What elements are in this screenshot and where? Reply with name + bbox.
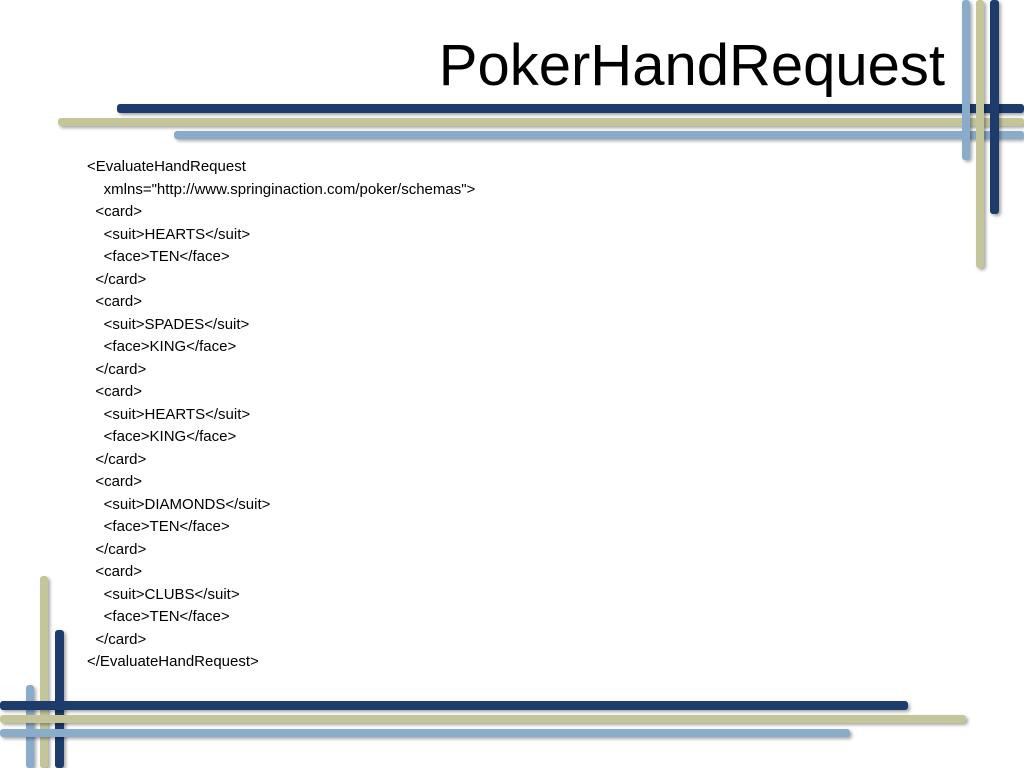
code-line: <face>TEN</face> [87, 518, 230, 535]
code-line: <suit>CLUBS</suit> [87, 585, 240, 603]
code-line: </EvaluateHandRequest> [87, 653, 259, 670]
code-line: <EvaluateHandRequest [87, 158, 246, 175]
code-line: <suit>DIAMONDS</suit> [87, 495, 271, 513]
code-line: <suit>HEARTS</suit> [87, 225, 251, 243]
code-line: <face>TEN</face> [87, 608, 230, 625]
code-line: xmlns="http://www.springinaction.com/pok… [87, 180, 476, 198]
decor-bar-bottom-olive-vertical [40, 576, 48, 768]
code-line: <card> [87, 383, 143, 400]
code-line: <suit>HEARTS</suit> [87, 405, 251, 423]
decor-bar-bottom-navy-vertical [55, 630, 64, 768]
decor-bar-top-olive-vertical [976, 0, 984, 268]
decor-bar-bottom-navy-horizontal [0, 701, 908, 710]
code-line: <face>KING</face> [87, 428, 237, 445]
code-line: <card> [87, 563, 143, 580]
decor-bar-bottom-steel-horizontal [0, 729, 850, 737]
decor-bar-top-navy-horizontal [117, 104, 1024, 113]
decor-bar-top-olive-horizontal [58, 118, 1024, 126]
code-line: </card> [87, 360, 147, 378]
code-line: <card> [87, 473, 143, 490]
decor-bar-top-steel-horizontal [174, 131, 1024, 139]
decor-bar-top-steel-vertical [962, 0, 970, 160]
code-line: </card> [87, 270, 147, 288]
decor-bar-bottom-olive-horizontal [0, 715, 966, 723]
code-line: <suit>SPADES</suit> [87, 315, 250, 333]
code-line: </card> [87, 450, 147, 468]
code-line: </card> [87, 630, 147, 648]
decor-bar-top-navy-vertical [990, 0, 999, 214]
code-line: <card> [87, 203, 143, 220]
xml-code-block: <EvaluateHandRequest xmlns="http://www.s… [87, 156, 475, 674]
decor-bar-bottom-steel-vertical [26, 685, 34, 768]
code-line: <face>KING</face> [87, 338, 237, 355]
code-line: </card> [87, 540, 147, 558]
code-line: <card> [87, 293, 143, 310]
slide-title: PokerHandRequest [438, 33, 945, 98]
code-line: <face>TEN</face> [87, 248, 230, 265]
